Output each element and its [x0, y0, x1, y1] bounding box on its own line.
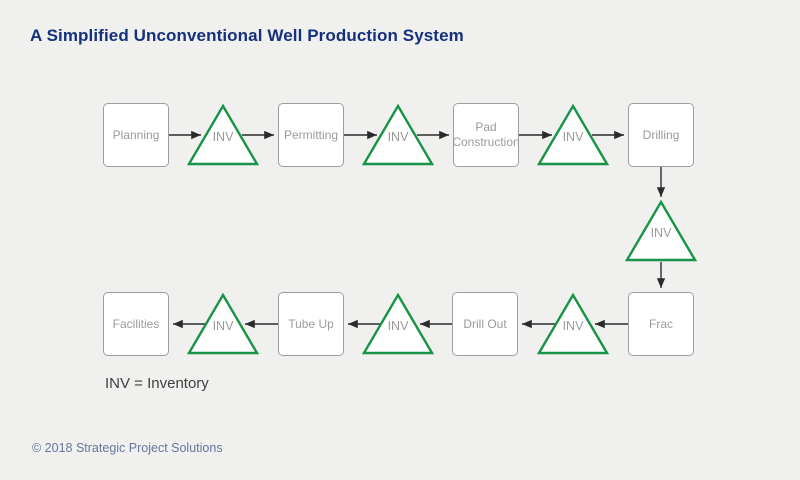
triangle-icon — [362, 104, 434, 166]
process-label-permitting: Permitting — [283, 127, 339, 142]
inventory-label: INV — [212, 319, 234, 333]
triangle-icon — [625, 200, 697, 262]
inventory-label: INV — [650, 226, 672, 240]
process-box-facilities: Facilities — [103, 292, 169, 356]
triangle-icon — [187, 293, 259, 355]
inventory-label: INV — [212, 130, 234, 144]
inventory-triangle-1: INV — [187, 104, 259, 166]
inventory-triangle-3: INV — [537, 104, 609, 166]
process-box-frac: Frac — [628, 292, 694, 356]
triangle-icon — [362, 293, 434, 355]
inventory-label: INV — [387, 130, 409, 144]
process-label-drilling: Drilling — [642, 127, 680, 142]
inventory-triangle-5: INV — [537, 293, 609, 355]
inventory-triangle-4: INV — [625, 200, 697, 262]
process-box-tube-up: Tube Up — [278, 292, 344, 356]
legend-inv-definition: INV = Inventory — [105, 375, 209, 392]
triangle-icon — [187, 104, 259, 166]
inventory-label: INV — [562, 319, 584, 333]
process-box-pad-construction: Pad Construction — [452, 103, 520, 167]
process-label-tube-up: Tube Up — [288, 316, 334, 331]
process-label-frac: Frac — [649, 316, 673, 331]
copyright-footer: © 2018 Strategic Project Solutions — [32, 441, 223, 455]
process-label-drill-out: Drill Out — [463, 316, 507, 331]
process-box-drill-out: Drill Out — [452, 292, 518, 356]
inventory-triangle-2: INV — [362, 104, 434, 166]
inventory-triangle-6: INV — [362, 293, 434, 355]
process-box-permitting: Permitting — [278, 103, 344, 167]
page-title: A Simplified Unconventional Well Product… — [30, 26, 464, 45]
process-label-planning: Planning — [112, 127, 160, 142]
inventory-label: INV — [387, 319, 409, 333]
process-label-facilities: Facilities — [112, 316, 160, 331]
inventory-label: INV — [562, 130, 584, 144]
process-box-drilling: Drilling — [628, 103, 694, 167]
inventory-triangle-7: INV — [187, 293, 259, 355]
triangle-icon — [537, 104, 609, 166]
process-label-pad-construction: Pad Construction — [452, 120, 520, 149]
triangle-icon — [537, 293, 609, 355]
process-box-planning: Planning — [103, 103, 169, 167]
